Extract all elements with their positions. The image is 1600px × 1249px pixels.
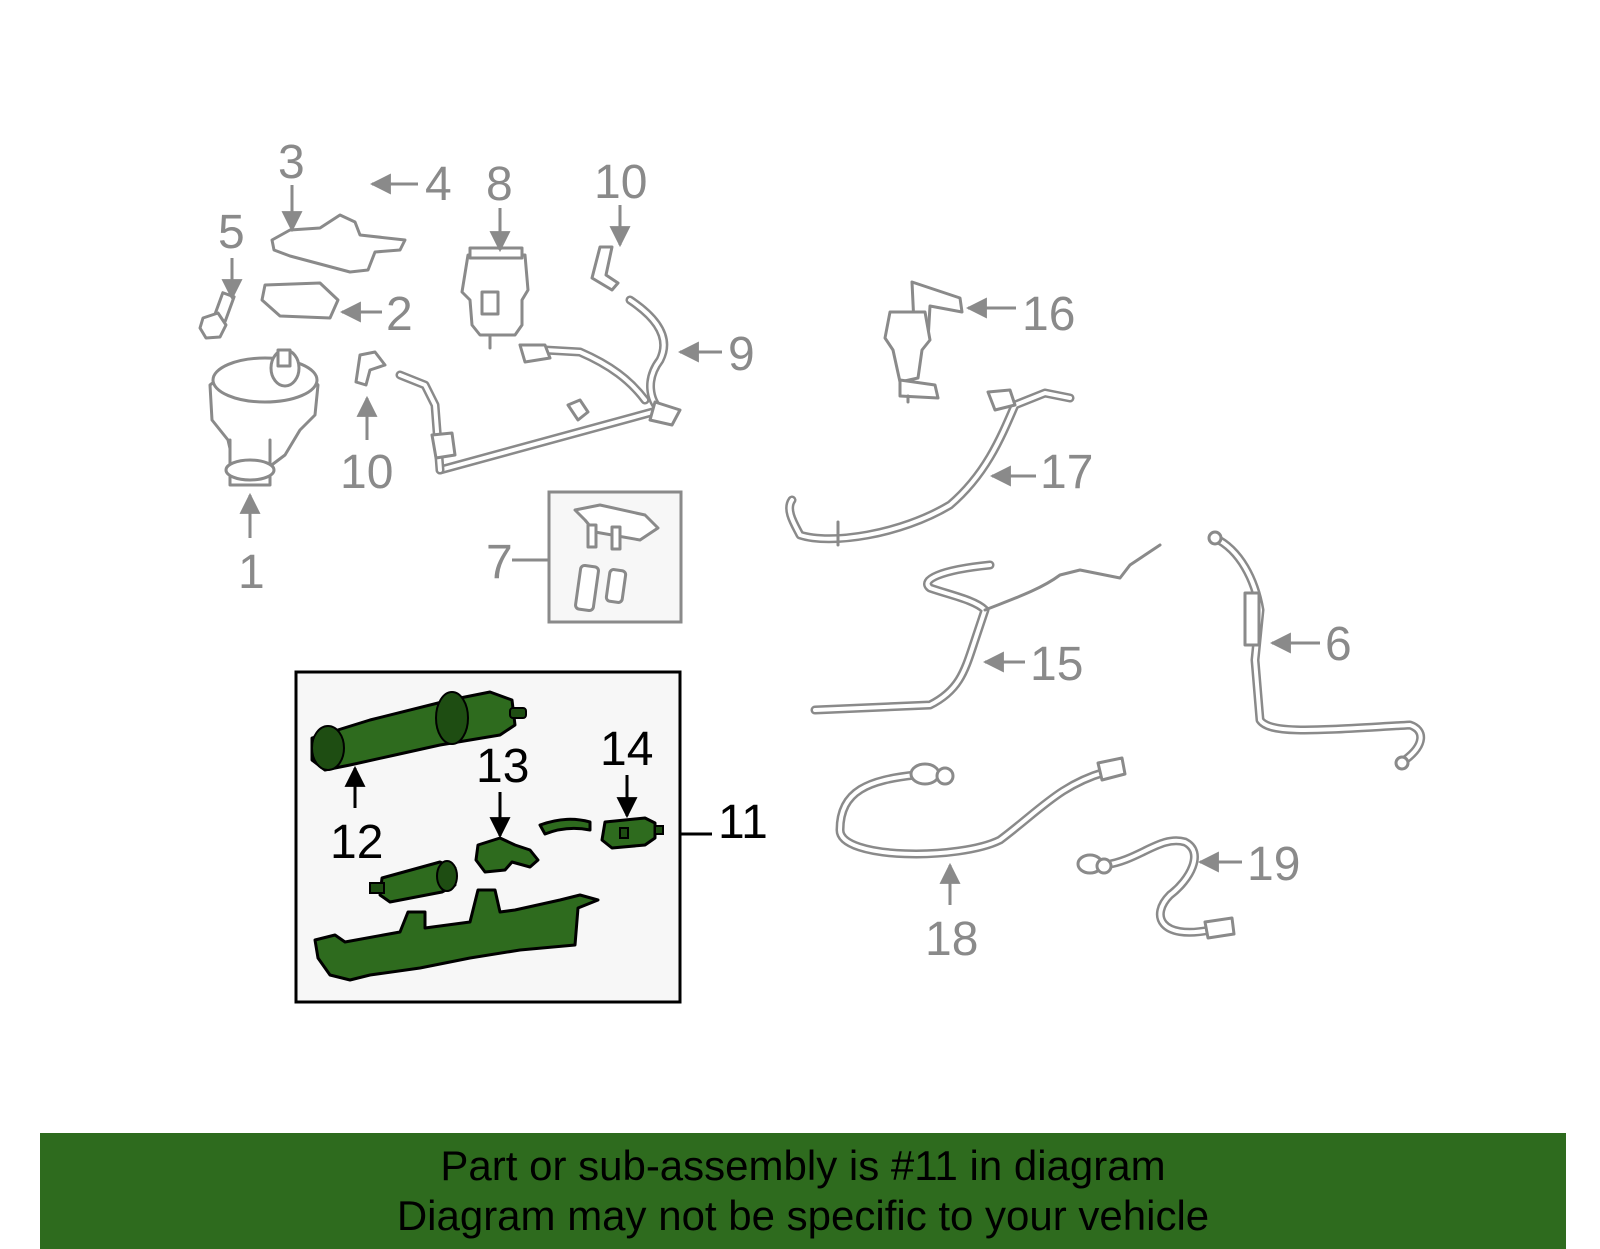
callouts-gray: 1 2 3 4 5 6 7 8 9 10 10 15 16 17 18 19 [218, 136, 1352, 966]
part-hose-piece [538, 817, 592, 836]
part-14-check-valve [600, 816, 664, 850]
callout-2: 2 [386, 288, 413, 341]
callout-13: 13 [476, 740, 529, 793]
part-6-hose [1207, 530, 1426, 771]
part-5-bolt [198, 291, 236, 340]
callout-4: 4 [425, 158, 452, 211]
part-8-solenoid [460, 246, 530, 350]
callout-12: 12 [330, 816, 383, 869]
info-banner: Part or sub-assembly is #11 in diagram D… [40, 1133, 1566, 1249]
callouts-black: 11 12 13 14 [330, 723, 768, 869]
callout-19: 19 [1247, 838, 1300, 891]
part-bracket [313, 888, 600, 982]
part-19-o2-sensor [1076, 836, 1236, 940]
part-1-valve [208, 348, 320, 487]
callout-3: 3 [278, 136, 305, 189]
callout-1: 1 [238, 546, 265, 599]
part-17-hose [785, 388, 1075, 547]
part-10-connector-upper [590, 245, 620, 292]
part-filter [369, 860, 458, 904]
callout-11: 11 [718, 796, 768, 849]
callout-7: 7 [486, 536, 513, 589]
callout-5: 5 [218, 206, 245, 259]
callout-10-lower: 10 [340, 446, 393, 499]
callout-18: 18 [925, 913, 978, 966]
callout-17: 17 [1040, 446, 1093, 499]
part-7-kit-box [547, 490, 683, 624]
callout-14: 14 [600, 723, 653, 776]
part-10-connector-lower [354, 350, 387, 387]
banner-line-2: Diagram may not be specific to your vehi… [396, 1192, 1210, 1239]
callout-9: 9 [728, 328, 755, 381]
part-2-gasket [260, 281, 340, 320]
callout-10-upper: 10 [594, 156, 647, 209]
part-9-harness [395, 295, 682, 475]
banner-line-1: Part or sub-assembly is #11 in diagram [440, 1142, 1166, 1189]
callout-16: 16 [1022, 288, 1075, 341]
callout-8: 8 [486, 158, 513, 211]
part-15-hose [810, 543, 1162, 715]
part-3-cover [270, 213, 407, 274]
assembly-11-box [294, 670, 682, 1004]
part-13-connector [474, 836, 540, 874]
part-18-o2-sensor [835, 756, 1127, 859]
part-12-washer-pump [310, 690, 527, 772]
part-16-valve [883, 280, 964, 404]
callout-6: 6 [1325, 618, 1352, 671]
callout-15: 15 [1030, 638, 1083, 691]
